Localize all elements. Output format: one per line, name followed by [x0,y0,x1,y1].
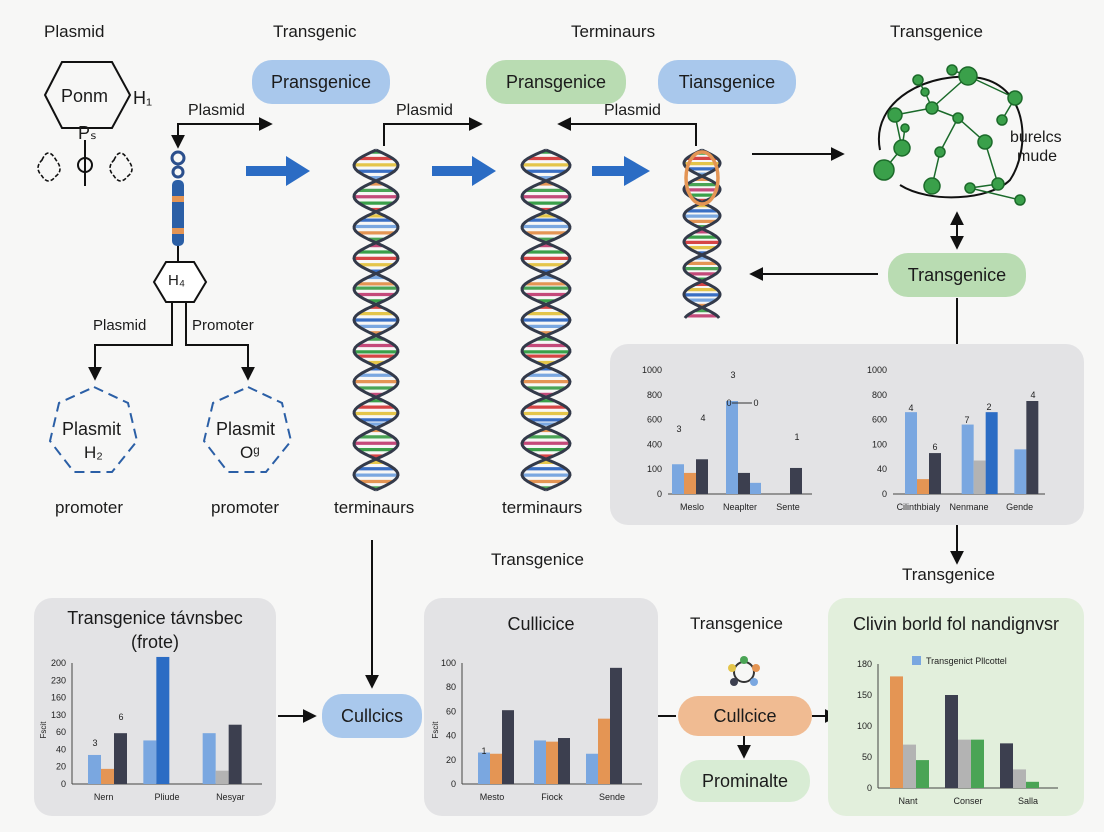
mid-label-transgenice-bottom: Transgenice [690,614,783,633]
network-node [893,139,911,157]
heptagon-left-line2: H₂ [84,443,103,462]
dna-strand [682,148,722,319]
network-edge [969,187,1021,201]
arrow-label-plasmid-3: Plasmid [604,102,661,119]
dna-strand [352,148,400,492]
pill-pransgenice-2[interactable]: Pransgenice [486,60,626,104]
network-node [873,159,895,181]
blue-arrow-3 [592,156,650,186]
pill-cullcics[interactable]: Cullcics [322,694,422,738]
dna-strand [520,148,572,492]
top-label-plasmid: Plasmid [44,22,105,41]
gene-network-icon [873,64,1026,206]
top-label-transgenice: Transgenice [890,22,983,41]
chart5-title: Clivin borld fol nandignvsr [852,614,1060,634]
dna-helix-3 [682,148,722,319]
arrow-label-plasmid-2: Plasmid [396,102,453,119]
arrow-label-plasmid-1: Plasmid [188,102,245,119]
dna-strand [352,148,400,492]
network-node [977,134,993,150]
heptagon-right-caption: promoter [211,498,280,517]
plasmid-center-text: Ponm [61,86,109,106]
mid-label-transgenice-center: Transgenice [491,550,584,569]
chart-panel-top-right [610,344,1084,525]
chart4-title: Cullicice [507,614,575,634]
network-node [1007,90,1023,106]
plasmid-sub-text: Pₛ [78,123,97,143]
dna-helix-1 [352,148,400,492]
network-node [958,66,978,86]
dna-caption-1: terminaurs [334,498,415,517]
dna-helix-2 [520,148,572,492]
dna-strand [682,148,722,319]
network-node [920,87,930,97]
molecule-icon [728,656,760,686]
heptagon-left-caption: promoter [55,498,124,517]
blue-arrow-2 [432,156,496,186]
network-text-1: burelcs [1010,129,1062,146]
mid-label-transgenice-right: Transgenice [902,565,995,584]
network-node [934,146,946,158]
hexagon-node [152,261,208,303]
network-node [964,182,976,194]
dna-caption-2: terminaurs [502,498,583,517]
network-node [925,101,939,115]
heptagon-left [48,385,139,473]
plasmid-arrow-2 [383,117,483,146]
blue-arrow-1 [246,156,310,186]
pill-cullcice[interactable]: Cullcice [678,696,812,736]
heptagon-right [202,385,293,473]
branch-arrow-left [88,302,173,381]
heptagon-right-line2: Oᵍ [240,443,260,462]
network-node [991,177,1005,191]
top-label-terminaurs: Terminaurs [571,22,656,41]
network-edge [939,117,959,153]
plasmid-arrow-1 [171,117,273,149]
network-node [952,112,964,124]
branch-arrow-right [185,302,255,381]
network-node [923,177,941,195]
network-node [912,74,924,86]
pill-transgenice-right[interactable]: Transgenice [888,253,1026,297]
pill-pransgenice-1[interactable]: Pransgenice [252,60,390,104]
network-node [900,123,910,133]
network-text-2: mude [1017,148,1058,165]
network-node [996,114,1008,126]
plasmid-arrow-3 [557,117,697,146]
network-node [1014,194,1026,206]
heptagon-right-line1: Plasmit [216,419,276,439]
pill-prominalte[interactable]: Prominalte [680,760,810,802]
hexagon-label: H₄ [168,272,185,289]
network-node [887,107,903,123]
plasmid-icon [37,61,133,186]
plasmid-loop [684,150,720,206]
top-label-transgenic: Transgenic [273,22,357,41]
dna-strand [520,148,572,492]
network-node [946,64,958,76]
plasmid-side-text: H₁ [133,88,153,108]
branch-label-promoter: Promoter [192,317,254,334]
chart3-title: Transgenice távnsbec (frote) [67,608,243,652]
pill-tiansgenice[interactable]: Tiansgenice [658,60,796,104]
chromosome-icon [170,150,186,262]
branch-label-plasmid: Plasmid [93,317,147,334]
heptagon-left-line1: Plasmit [62,419,122,439]
